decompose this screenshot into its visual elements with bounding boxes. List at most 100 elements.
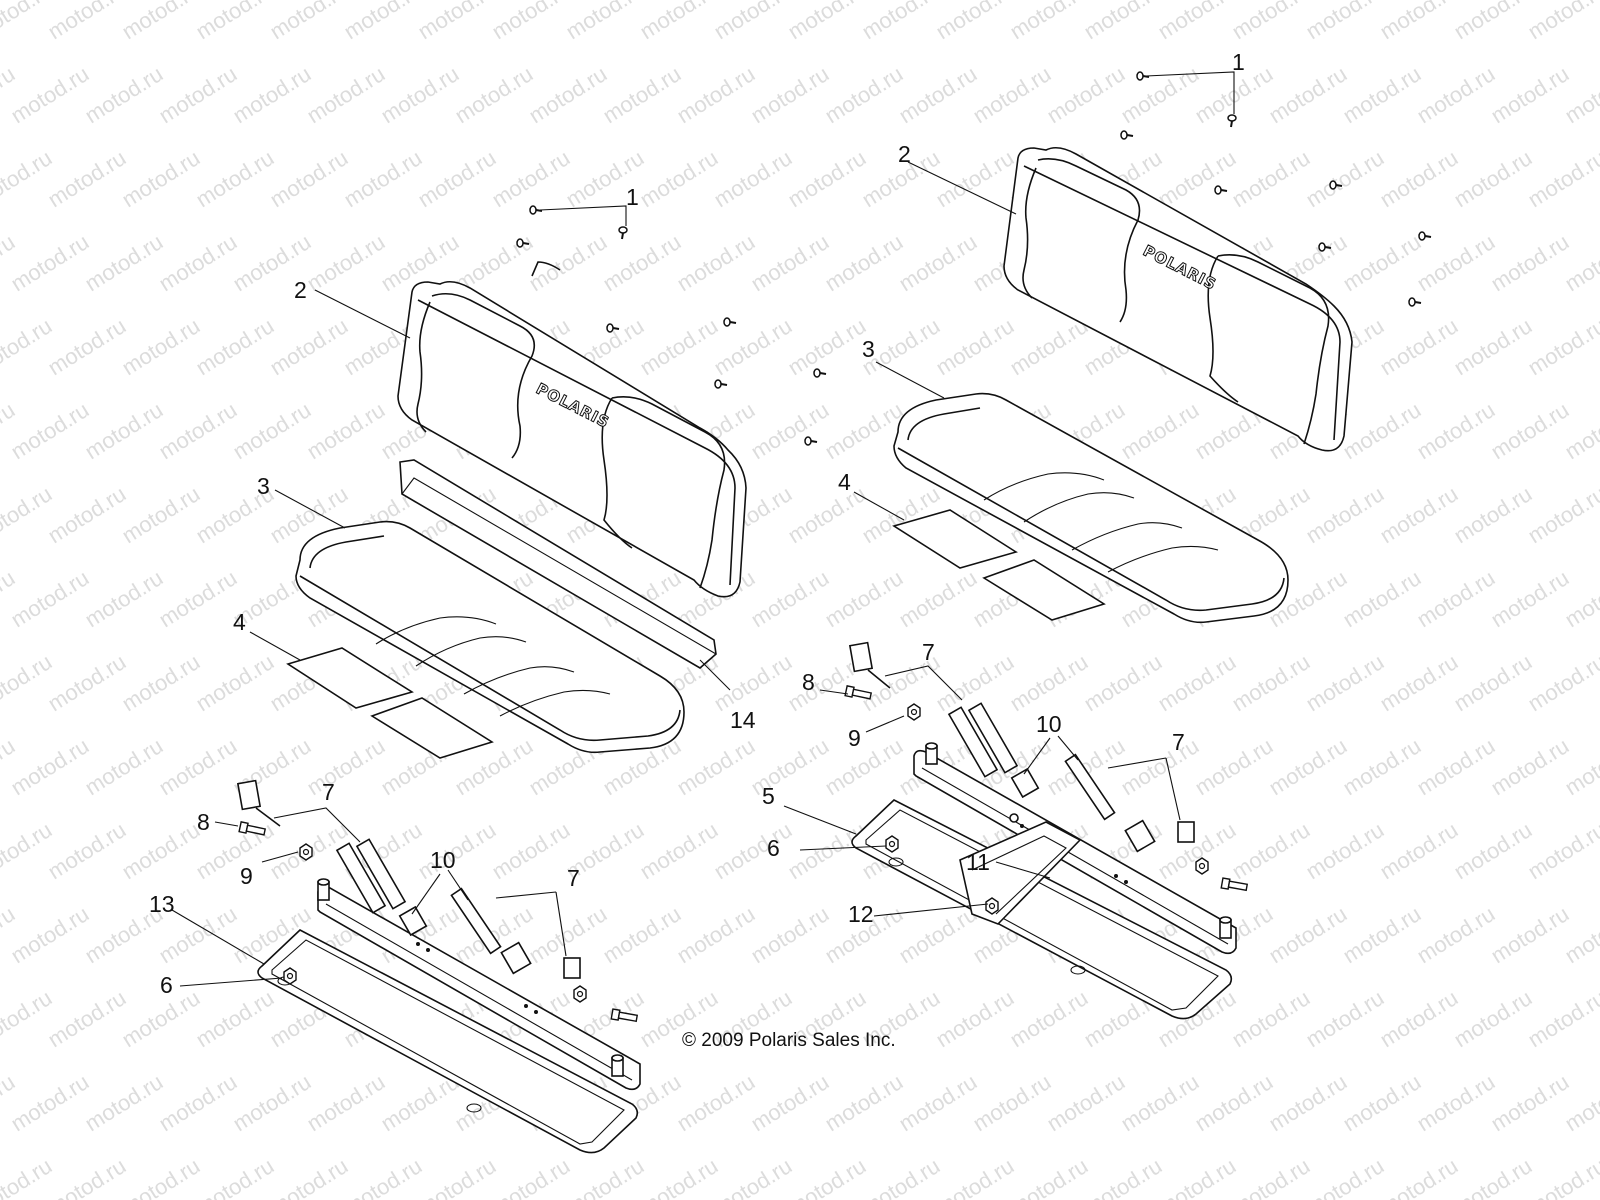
callout-7-right-b: 7 [1172,729,1185,755]
right-seat-cushion [893,392,1289,624]
watermark-text: motod.ru [746,565,833,632]
watermark-text: motod.ru [302,1069,389,1136]
watermark-text: motod.ru [1264,1069,1351,1136]
watermark-text: motod.ru [746,733,833,800]
watermark-text: motod.ru [968,1069,1055,1136]
watermark-text: motod.ru [1153,817,1240,884]
watermark-text: motod.ru [117,817,204,884]
watermark-text: motod.ru [487,145,574,212]
watermark-text: motod.ru [1523,481,1600,548]
watermark-text: motod.ru [635,1153,722,1200]
watermark-text: motod.ru [1301,481,1388,548]
watermark-text: motod.ru [1301,649,1388,716]
watermark-text: motod.ru [1449,817,1536,884]
watermark-text: motod.ru [931,985,1018,1052]
watermark-text: motod.ru [783,313,870,380]
callout-6-right: 6 [767,835,780,861]
watermark-text: motod.ru [302,397,389,464]
watermark-text: motod.ru [783,1153,870,1200]
watermark-text: motod.ru [709,313,796,380]
watermark-text: motod.ru [1338,229,1425,296]
watermark-text: motod.ru [931,313,1018,380]
watermark-text: motod.ru [894,565,981,632]
watermark-text: motod.ru [783,145,870,212]
watermark-text: motod.ru [0,313,56,380]
watermark-text: motod.ru [1449,1153,1536,1200]
callout-7-left-a: 7 [322,779,335,805]
watermark-text: motod.ru [1523,1153,1600,1200]
watermark-text: motod.ru [1005,1153,1092,1200]
watermark-text: motod.ru [1486,1069,1573,1136]
watermark-text: motod.ru [1375,481,1462,548]
callout-2-right: 2 [898,141,911,167]
watermark-text: motod.ru [228,397,315,464]
watermark-text: motod.ru [117,649,204,716]
watermark-text: motod.ru [1338,901,1425,968]
watermark-text: motod.ru [1375,649,1462,716]
watermark-text: motod.ru [154,397,241,464]
watermark-text: motod.ru [931,145,1018,212]
watermark-text: motod.ru [191,1153,278,1200]
left-seat-cushion [295,520,685,754]
callout-1-left: 1 [626,184,639,210]
watermark-text: motod.ru [80,61,167,128]
watermark-text: motod.ru [1449,481,1536,548]
watermark-text: motod.ru [1523,145,1600,212]
watermark-text: motod.ru [820,61,907,128]
callout-10-left: 10 [430,847,456,873]
watermark-text: motod.ru [1338,1069,1425,1136]
left-foam-strip [399,459,717,669]
watermark-text: motod.ru [1560,565,1600,632]
callout-3-right: 3 [862,336,875,362]
watermark-text: motod.ru [1301,985,1388,1052]
watermark-text: motod.ru [968,61,1055,128]
callout-9-left: 9 [240,863,253,889]
watermark-text: motod.ru [1190,733,1277,800]
watermark-text: motod.ru [1153,649,1240,716]
watermark-text: motod.ru [1560,61,1600,128]
watermark-text: motod.ru [487,1153,574,1200]
callout-8-right: 8 [802,669,815,695]
watermark-text: motod.ru [1560,229,1600,296]
watermark-text: motod.ru [1264,61,1351,128]
watermark-text: motod.ru [1005,313,1092,380]
watermark-text: motod.ru [1449,985,1536,1052]
watermark-text: motod.ru [894,1069,981,1136]
callout-6-left: 6 [160,972,173,998]
callout-3-left: 3 [257,473,270,499]
callout-8-left: 8 [197,809,210,835]
callout-10-right: 10 [1036,711,1062,737]
watermark-text: motod.ru [635,313,722,380]
watermark-text: motod.ru [0,649,56,716]
watermark-text: motod.ru [80,229,167,296]
watermark-text: motod.ru [1264,733,1351,800]
watermark-text: motod.ru [0,145,56,212]
watermark-text: motod.ru [191,145,278,212]
watermark-text: motod.ru [1486,229,1573,296]
callout-14: 14 [730,707,756,733]
watermark-text: motod.ru [709,145,796,212]
watermark-text: motod.ru [820,565,907,632]
watermark-text: motod.ru [413,145,500,212]
watermark-text: motod.ru [1412,565,1499,632]
watermark-text: motod.ru [1264,901,1351,968]
watermark-text: motod.ru [1523,0,1600,44]
watermark-text: motod.ru [635,145,722,212]
watermark-text: motod.ru [1412,397,1499,464]
watermark-text: motod.ru [1227,649,1314,716]
watermark-text: motod.ru [1523,649,1600,716]
watermark-text: motod.ru [376,61,463,128]
watermark-text: motod.ru [820,229,907,296]
watermark-text: motod.ru [746,397,833,464]
watermark-text: motod.ru [6,229,93,296]
watermark-text: motod.ru [1227,817,1314,884]
watermark-text: motod.ru [709,817,796,884]
watermark-text: motod.ru [117,145,204,212]
watermark-text: motod.ru [820,1069,907,1136]
watermark-text: motod.ru [6,565,93,632]
left-pads [286,647,494,759]
watermark-text: motod.ru [1523,313,1600,380]
watermark-text: motod.ru [820,733,907,800]
watermark-text: motod.ru [0,985,56,1052]
watermark-text: motod.ru [1486,901,1573,968]
